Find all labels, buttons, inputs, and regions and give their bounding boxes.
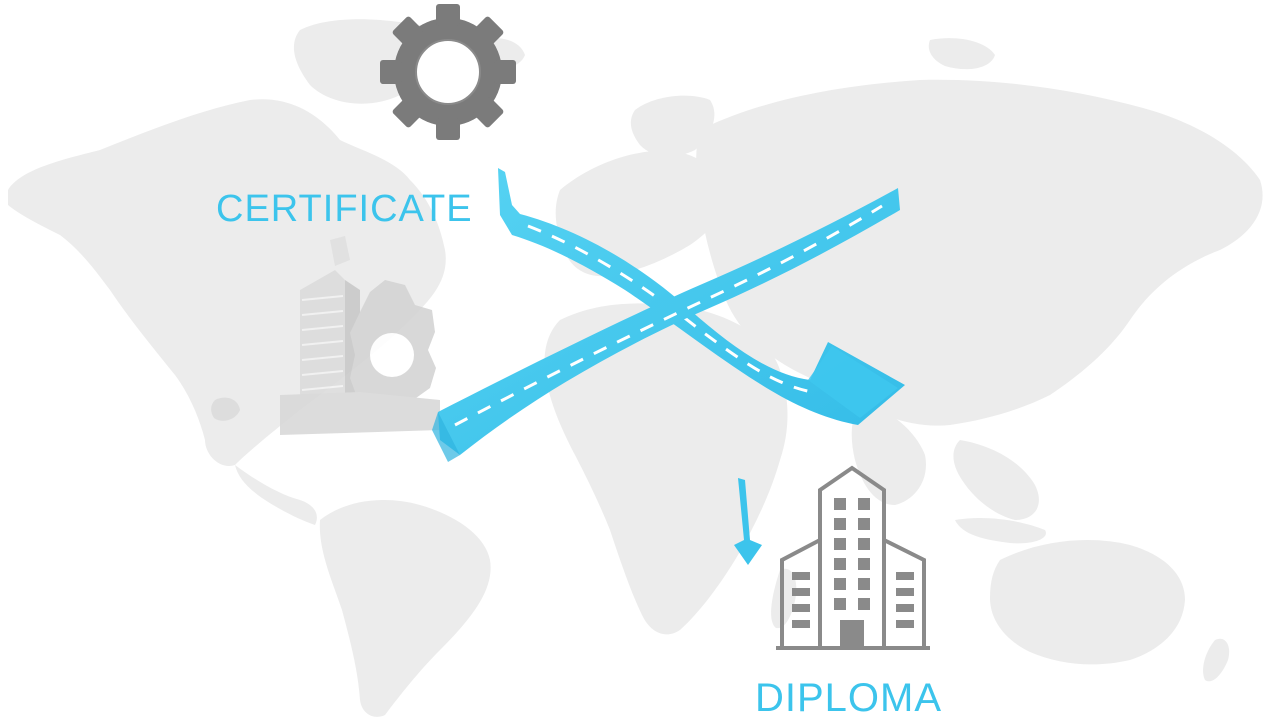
certificate-label: CERTIFICATE [216, 188, 473, 230]
diploma-label: DIPLOMA [755, 676, 943, 720]
road-arrow-lowerleft-to-upperright [432, 188, 900, 462]
road-arrow-certificate-to-right [498, 168, 905, 425]
road-arrow-to-diploma [734, 478, 762, 565]
